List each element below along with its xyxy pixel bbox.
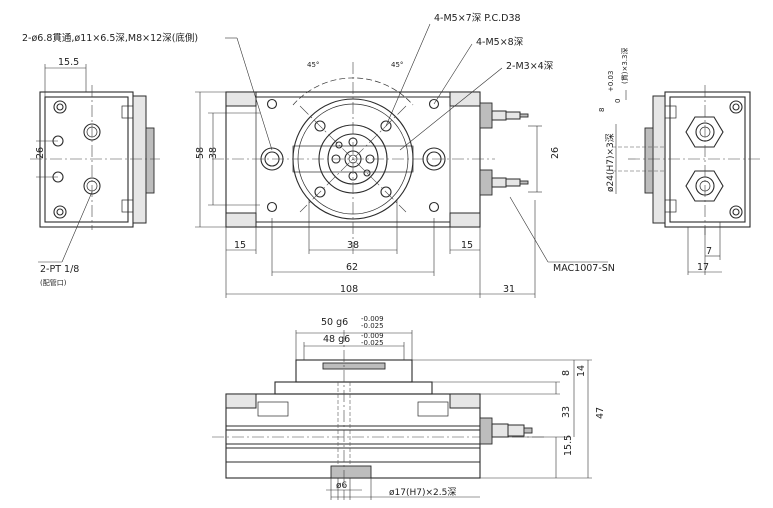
tol-8-lower: 0 — [614, 99, 622, 103]
dim-26-left: 26 — [35, 147, 46, 159]
label-d17-h7: ø17(H7)×2.5深 — [389, 487, 456, 498]
dim-15-5: 15.5 — [58, 57, 79, 68]
dim-15-5-bottom: 15.5 — [563, 435, 574, 456]
dim-8: 8 — [561, 370, 572, 376]
label-48g6: 48 g6 — [323, 334, 350, 345]
dim-62: 62 — [346, 262, 358, 273]
dim-47: 47 — [595, 407, 606, 419]
right-side-view — [612, 85, 760, 275]
dim-33: 33 — [561, 406, 572, 418]
angle-left: 45° — [307, 61, 319, 69]
label-50g6: 50 g6 — [321, 317, 348, 328]
label-m5x8: 4-M5×8深 — [476, 37, 524, 48]
bottom-view — [212, 330, 592, 500]
label-phi6: ø6 — [336, 481, 348, 491]
label-50g6-upper: -0.009 — [361, 315, 384, 323]
label-48g6-upper: -0.009 — [361, 332, 384, 340]
label-48g6-lower: -0.025 — [361, 339, 384, 347]
dim-58: 58 — [195, 147, 206, 159]
label-back-holes: 2-ø6.8貫通,ø11×6.5深,M8×12深(底側) — [22, 32, 198, 44]
label-50g6-lower: -0.025 — [361, 322, 384, 330]
dim-14: 14 — [576, 365, 587, 377]
tol-8-note: (貫)×3.3深 — [620, 48, 629, 84]
dim-7: 7 — [706, 246, 712, 257]
dim-26-right: 26 — [550, 147, 561, 159]
dim-31: 31 — [503, 284, 515, 295]
dim-38-horizontal: 38 — [347, 240, 359, 251]
left-side-view — [30, 64, 160, 263]
label-m3x4: 2-M3×4深 — [506, 61, 554, 72]
label-m5x7: 4-M5×7深 P.C.D38 — [434, 13, 521, 24]
dim-108: 108 — [340, 284, 358, 295]
dim-38-vertical: 38 — [208, 147, 219, 159]
tol-8-upper: +0.03 — [607, 71, 615, 92]
dim-15-right: 15 — [461, 240, 473, 251]
drawing-labels: 2-ø6.8貫通,ø11×6.5深,M8×12深(底側) 4-M5×7深 P.C… — [22, 13, 712, 498]
label-model: MAC1007-SN — [553, 263, 615, 274]
label-d24-h7: ø24(H7)×3深 — [605, 133, 616, 192]
label-pt-sub: (配管口) — [40, 278, 67, 287]
dim-17: 17 — [697, 262, 709, 273]
label-pt: 2-PT 1/8 — [40, 264, 79, 275]
front-view — [195, 23, 608, 298]
dim-15-left: 15 — [234, 240, 246, 251]
angle-right: 45° — [391, 61, 403, 69]
tol-8: 8 — [598, 108, 606, 112]
